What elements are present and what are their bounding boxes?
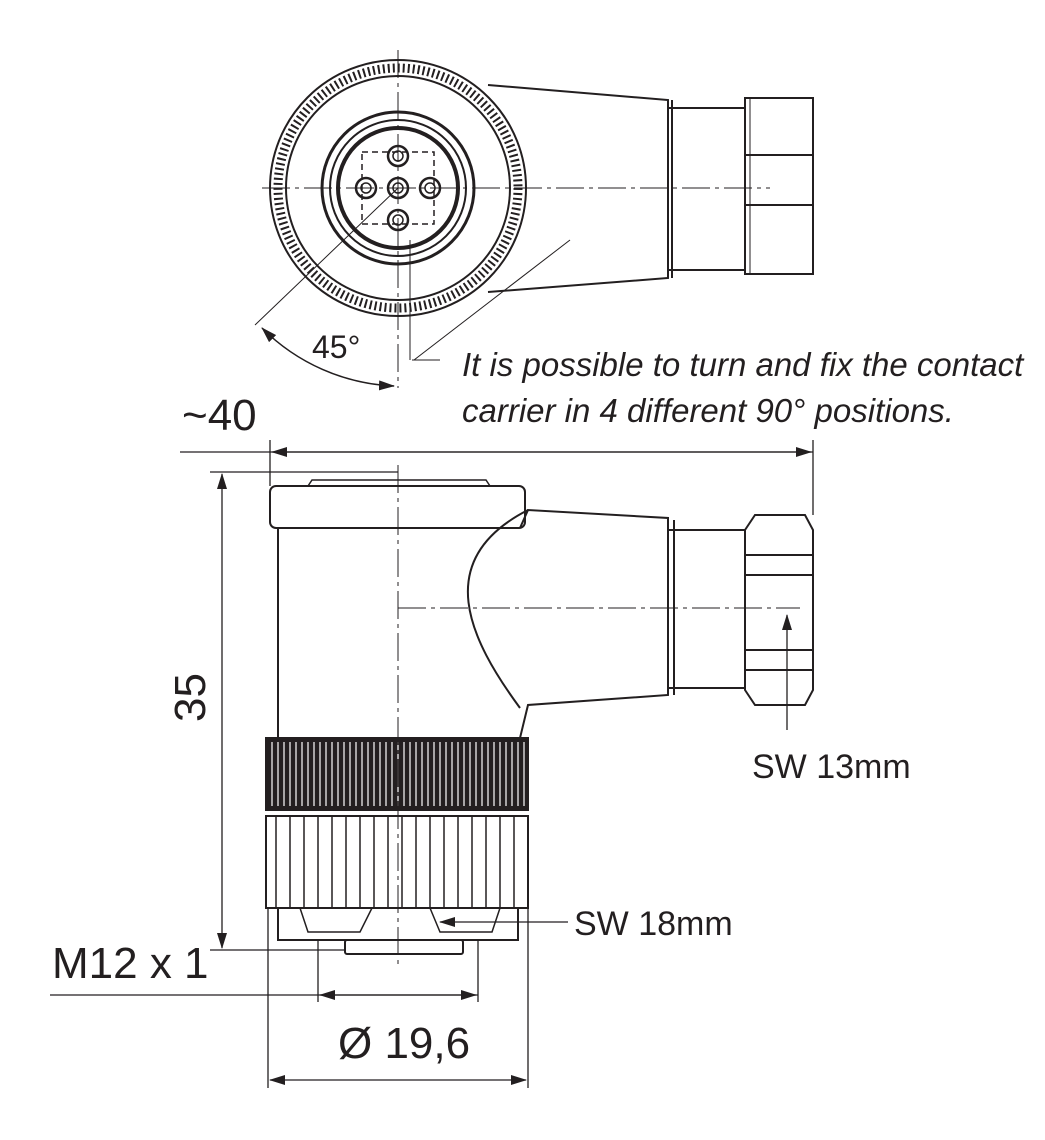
sleeve-ribs (275, 816, 515, 908)
note-leader-diagonal (413, 239, 571, 361)
note-line-1: It is possible to turn and fix the conta… (462, 346, 1025, 383)
side-view-knurled-nut (265, 737, 529, 811)
side-view-centerlines (397, 465, 800, 965)
note-line-2: carrier in 4 different 90° positions. (462, 392, 954, 429)
dim-35-label: 35 (166, 673, 215, 722)
side-view (265, 479, 814, 955)
wrench-18-label: SW 18mm (574, 905, 733, 943)
angle-45-arc (261, 327, 395, 391)
side-view-pin-tip (344, 939, 464, 955)
dim-40-label: ~40 (182, 391, 257, 440)
knurl-pattern-dark (271, 742, 525, 806)
top-view-body-outline (487, 84, 669, 293)
side-view-cap-dome (307, 479, 491, 487)
side-view-thread-lugs (299, 907, 501, 933)
side-view-housing-curve (466, 509, 529, 709)
side-view-hex-nut (744, 514, 814, 706)
side-view-ribbed-sleeve (265, 815, 529, 909)
top-view-hex-nut (744, 97, 814, 275)
top-view-diagonal-line (254, 187, 399, 326)
diameter-label: Ø 19,6 (338, 1019, 470, 1068)
thread-label: M12 x 1 (52, 939, 209, 988)
dimensions (50, 440, 814, 1088)
angle-45-label: 45° (312, 329, 360, 365)
wrench-13-label: SW 13mm (752, 748, 911, 786)
top-view-centerlines (254, 50, 770, 388)
